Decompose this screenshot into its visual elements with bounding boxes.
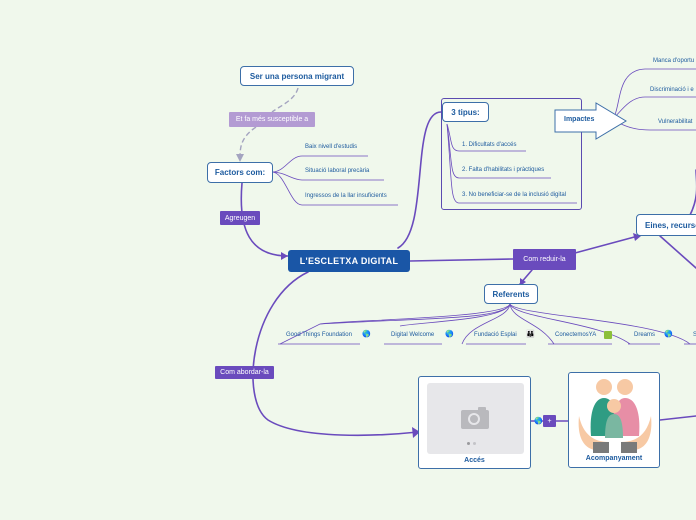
camera-icon: [461, 407, 489, 429]
tipus-group-frame: [441, 98, 582, 210]
connector-root-tipus: [397, 111, 442, 249]
tipus-node[interactable]: 3 tipus:: [442, 102, 489, 122]
root-node[interactable]: L'ESCLETXA DIGITAL: [288, 250, 410, 272]
connector-eines-up: [689, 169, 696, 216]
eines-node[interactable]: Eines, recurse: [636, 214, 696, 236]
globe-icon[interactable]: 🌎: [534, 418, 543, 425]
community-icon[interactable]: 👪: [526, 331, 535, 338]
tipus-item: 1. Dificultats d'accés: [462, 142, 517, 148]
tipus-item: 3. No beneficiar-se de la inclusió digit…: [462, 192, 567, 198]
connector-factors-root: [240, 182, 289, 257]
globe-icon[interactable]: 🌎: [362, 331, 371, 338]
tipus-item: 2. Falta d'habilitats i pràctiques: [462, 167, 545, 173]
plus-tag[interactable]: +: [543, 415, 556, 427]
arrowhead-root: [281, 252, 288, 260]
reduir-tag[interactable]: Com reduir-la: [513, 249, 576, 270]
acompanyament-label: Acompanyament: [585, 455, 643, 462]
impacte-item: Vulnerabilitat: [658, 119, 693, 125]
connector-eines-down: [659, 235, 696, 269]
arrowhead-eines: [633, 233, 641, 241]
impacte-item: Manca d'oportu: [653, 58, 695, 64]
factor-item: Ingressos de la llar insuficients: [305, 193, 387, 199]
connector-root-acces: [252, 271, 419, 437]
connector-acomp-right: [659, 415, 696, 421]
referent-good-things[interactable]: Good Things Foundation: [286, 332, 352, 338]
agreugen-tag[interactable]: Agreugen: [220, 211, 260, 225]
arrowhead-factors: [236, 154, 244, 162]
globe-icon[interactable]: 🌎: [445, 331, 454, 338]
connector-reduir-eines: [574, 235, 639, 254]
family-illustration: [578, 379, 652, 453]
impactes-node[interactable]: Impactes: [564, 116, 595, 123]
factors-node[interactable]: Factors com:: [207, 162, 273, 183]
impactes-arrow-shape: [554, 102, 627, 140]
acces-card[interactable]: Accés: [418, 376, 531, 469]
acces-label: Accés: [464, 457, 485, 464]
image-placeholder: [427, 383, 524, 454]
referent-fundacio-esplai[interactable]: Fundació Esplai: [474, 332, 517, 338]
impacte-item: Discriminació i e: [650, 87, 694, 93]
referents-node[interactable]: Referents: [484, 284, 538, 304]
susceptible-tag[interactable]: Et fa més susceptible a: [229, 112, 315, 127]
factor-item: Baix nivell d'estudis: [305, 144, 358, 150]
arrowhead-acces: [412, 427, 420, 438]
abordar-tag[interactable]: Com abordar-la: [215, 366, 274, 379]
acompanyament-card[interactable]: Acompanyament: [568, 372, 660, 468]
migrant-node[interactable]: Ser una persona migrant: [240, 66, 354, 86]
connector-root-reduir: [409, 258, 514, 262]
image-icon[interactable]: [604, 331, 612, 339]
referent-s[interactable]: S: [693, 332, 696, 338]
globe-icon[interactable]: 🌎: [664, 331, 673, 338]
pager-dots: [467, 432, 476, 450]
referent-dreams[interactable]: Dreams: [634, 332, 656, 338]
factor-item: Situació laboral precària: [305, 168, 370, 174]
referent-conectemosya[interactable]: ConectemosYA: [555, 332, 597, 338]
referent-digital-welcome[interactable]: Digital Welcome: [391, 332, 435, 338]
